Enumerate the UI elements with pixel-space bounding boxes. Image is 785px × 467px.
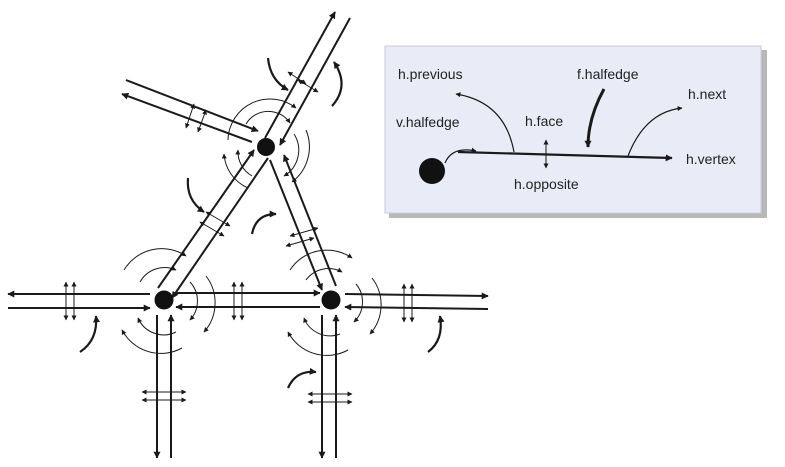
double-arrow-7 xyxy=(289,226,319,238)
vertex-top xyxy=(257,138,275,156)
vertex-right xyxy=(321,290,341,310)
legend-previous-arrow xyxy=(455,92,515,153)
arc-right-6 xyxy=(287,331,349,356)
label-h-next: h.next xyxy=(688,86,726,102)
arc-right-1 xyxy=(305,267,343,281)
arc-left-1 xyxy=(139,265,177,283)
halfedge-right-east-in xyxy=(344,303,489,311)
legend-halfedge xyxy=(457,150,673,162)
arc-right-4 xyxy=(289,249,353,271)
halfedge-right-top xyxy=(283,154,337,287)
label-f-halfedge: f.halfedge xyxy=(577,66,639,82)
double-arrow-5 xyxy=(199,221,225,237)
halfedge-left-top xyxy=(157,149,255,289)
legend-panel: h.previous f.halfedge h.next v.halfedge … xyxy=(384,45,767,218)
arc-left-6 xyxy=(121,329,183,354)
label-h-previous: h.previous xyxy=(398,66,463,82)
label-v-halfedge: v.halfedge xyxy=(396,114,460,130)
face-arrow-bottom-mid xyxy=(286,367,317,389)
arc-top-6 xyxy=(221,153,249,189)
label-h-face: h.face xyxy=(525,113,563,129)
double-arrow-2 xyxy=(287,71,307,85)
face-arrow-inner xyxy=(250,210,277,235)
halfedge-top-upper-left-in xyxy=(125,79,259,132)
face-halfedge-arrows xyxy=(79,57,445,389)
label-h-vertex: h.vertex xyxy=(686,151,736,167)
double-arrow-6 xyxy=(205,211,231,227)
legend-v-halfedge-arrow xyxy=(444,147,477,164)
arc-top-3 xyxy=(235,149,253,177)
vertex-left xyxy=(154,290,174,310)
legend-box xyxy=(384,45,762,214)
legend-face-halfedge-arrow xyxy=(584,88,606,148)
arc-right-2 xyxy=(353,283,363,323)
arc-left-3 xyxy=(137,317,177,336)
arc-right-3 xyxy=(303,317,341,337)
arc-top-5 xyxy=(291,129,310,183)
face-arrow-left-edge xyxy=(186,177,205,213)
face-arrow-top-left xyxy=(266,57,289,91)
arc-left-4 xyxy=(123,248,187,271)
legend-next-arrow xyxy=(627,106,683,157)
label-h-opposite: h.opposite xyxy=(514,176,579,192)
face-arrow-far-right xyxy=(427,315,445,353)
halfedge-top-upper-right-in xyxy=(279,17,351,146)
arc-top-1 xyxy=(245,110,291,125)
arc-top-2 xyxy=(283,133,300,177)
halfedge-top-right xyxy=(269,159,323,291)
face-arrow-top-right xyxy=(331,61,343,107)
mesh-vertices xyxy=(154,138,341,310)
arc-left-5 xyxy=(203,275,216,333)
double-arrow-3 xyxy=(185,103,195,129)
face-arrow-far-left xyxy=(79,315,101,353)
halfedge-top-upper-right-out xyxy=(264,11,336,139)
arc-top-4 xyxy=(227,98,297,141)
double-arrow-8 xyxy=(285,236,315,248)
opposite-face-arrows xyxy=(63,71,415,405)
double-arrow-4 xyxy=(197,109,207,133)
legend-vertex xyxy=(419,158,445,184)
arc-left-2 xyxy=(189,281,198,321)
halfedge-top-upper-left-out xyxy=(121,92,253,143)
arc-right-5 xyxy=(369,277,382,335)
halfedge-right-east-out xyxy=(344,292,489,300)
vertex-circulation-arcs xyxy=(121,98,382,356)
